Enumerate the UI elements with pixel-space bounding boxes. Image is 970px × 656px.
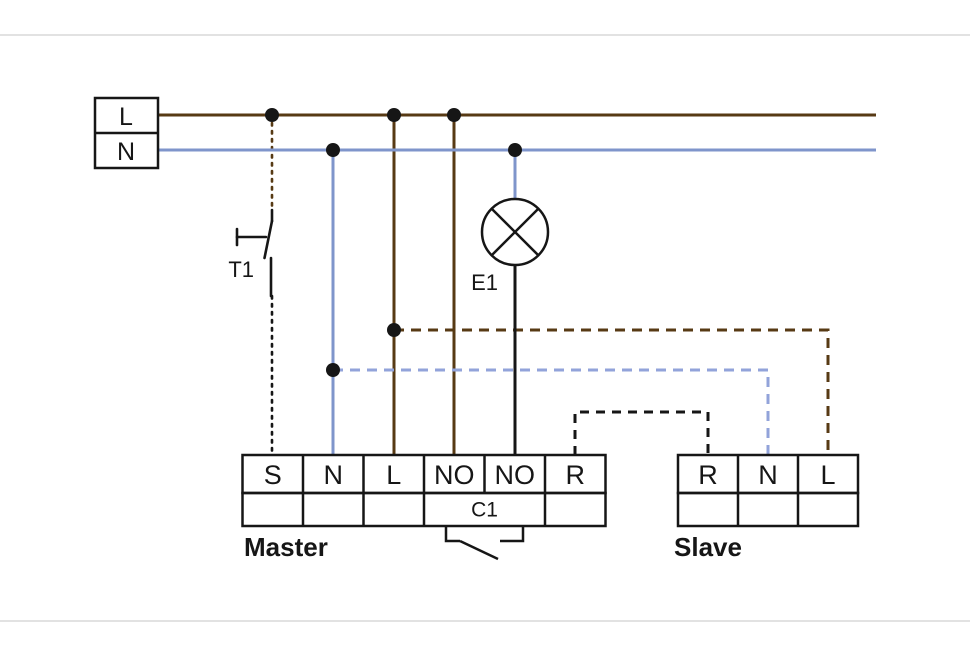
supply-live-label: L: [119, 103, 133, 131]
junction-dot: [387, 108, 401, 122]
r-dashed-link-master-to-slave: [573, 410, 710, 455]
junction-dot: [326, 363, 340, 377]
junction-dots: [265, 108, 522, 377]
junction-dot: [326, 143, 340, 157]
junction-dot: [387, 323, 401, 337]
slave-terminal-R: R: [698, 460, 718, 490]
master-terminal-N: N: [324, 460, 344, 490]
master-terminal-L: L: [386, 460, 401, 490]
neutral-dashed-link-to-slave-N: [333, 368, 770, 455]
master-terminal-block: [241, 453, 607, 561]
master-terminal-NO1: NO: [434, 460, 475, 490]
neutral-wires: [158, 148, 876, 455]
switch-moving-contact: [263, 219, 274, 260]
junction-dot: [447, 108, 461, 122]
relay-contact-left-lead: [444, 526, 460, 543]
black-wires: [270, 264, 710, 457]
slave-terminal-L: L: [820, 460, 835, 490]
relay-contact-right-lead: [500, 526, 525, 543]
master-block-label: Master: [244, 532, 328, 562]
supply-neutral-label: N: [117, 138, 135, 166]
switch-t1-label: T1: [228, 257, 254, 282]
master-terminal-S: S: [264, 460, 282, 490]
junction-dot: [508, 143, 522, 157]
lamp-cross-line: [490, 207, 540, 257]
lamp-e1-label: E1: [471, 270, 498, 295]
supply-box: [93, 96, 160, 170]
slave-block-label: Slave: [674, 532, 742, 562]
page-edges: [0, 34, 970, 622]
slave-terminal-N: N: [758, 460, 778, 490]
master-terminal-R: R: [566, 460, 586, 490]
junction-dot: [265, 108, 279, 122]
master-terminal-NO2: NO: [495, 460, 536, 490]
live-dashed-link-to-slave-L: [394, 328, 830, 455]
lamp-e1: [480, 197, 550, 267]
slave-terminal-block: [676, 453, 860, 528]
relay-contact-blade: [459, 539, 499, 561]
slave-bottom-row: [676, 491, 860, 528]
switch-t1: [235, 208, 274, 298]
relay-c1-label: C1: [471, 499, 498, 522]
